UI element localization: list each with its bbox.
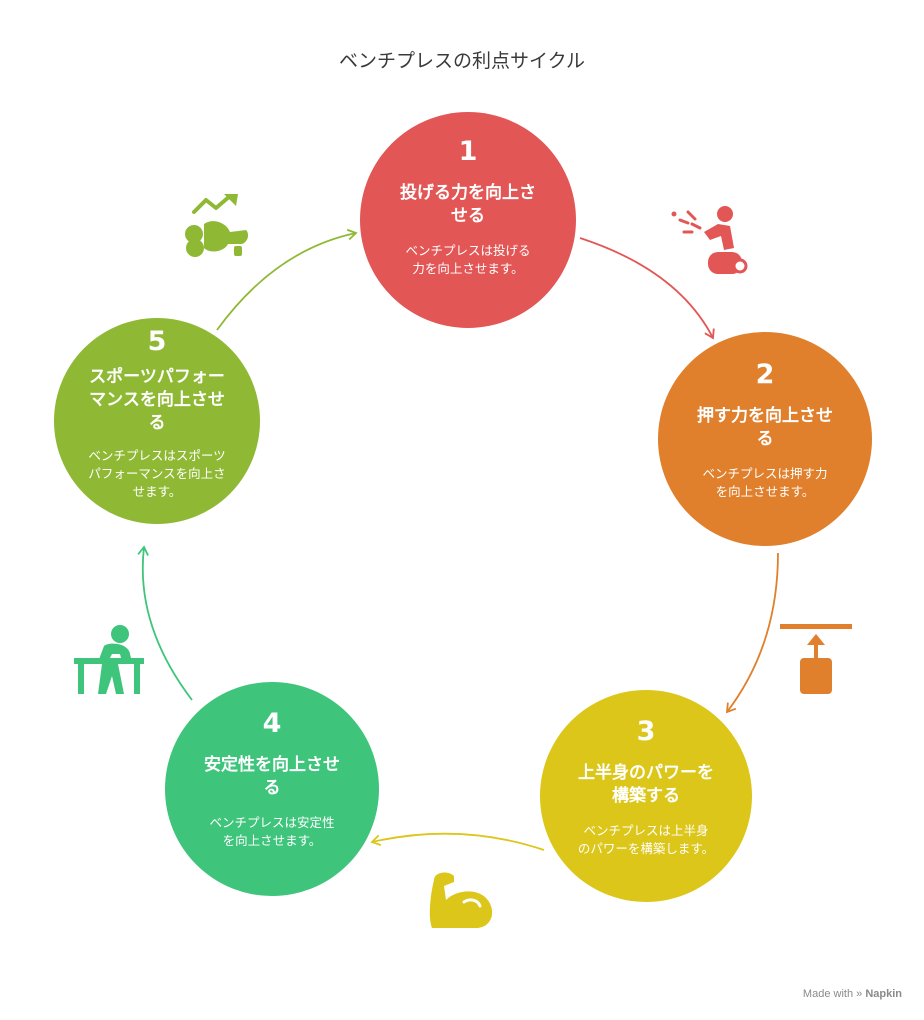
step-4-number: 4 — [262, 708, 282, 739]
barbell-push-icon — [780, 624, 852, 694]
flexed-bicep-icon — [429, 872, 493, 928]
step-3-description: ベンチプレスは上半身のパワーを構築します。 — [577, 823, 715, 856]
step-2-description: ベンチプレスは押す力を向上させます。 — [702, 466, 828, 499]
step-5-heading: スポーツパフォーマンスを向上させる — [89, 367, 225, 433]
step-5-node: 5 スポーツパフォーマンスを向上させる ベンチプレスはスポーツパフォーマンスを向… — [54, 318, 260, 524]
step-5-description: ベンチプレスはスポーツパフォーマンスを向上させます。 — [88, 448, 226, 499]
step-2-node: 2 押す力を向上させる ベンチプレスは押す力を向上させます。 — [658, 332, 872, 546]
step-4-node: 4 安定性を向上させる ベンチプレスは安定性を向上させます。 — [165, 682, 379, 896]
step-3-node: 3 上半身のパワーを構築する ベンチプレスは上半身のパワーを構築します。 — [540, 690, 752, 902]
arrow-4-to-5 — [137, 545, 193, 701]
step-3-number: 3 — [636, 716, 656, 747]
arrow-5-to-1 — [216, 228, 358, 331]
arrow-1-to-2 — [579, 237, 715, 340]
person-at-table-icon — [74, 625, 144, 694]
throwing-person-icon — [671, 206, 748, 274]
performance-trend-icon — [185, 194, 249, 257]
step-1-description: ベンチプレスは投げる力を向上させます。 — [405, 243, 531, 276]
made-with-text: Made with — [802, 988, 854, 1000]
arrow-3-to-4 — [370, 832, 545, 851]
arrow-2-to-3 — [725, 552, 779, 714]
diagram-title: ベンチプレスの利点サイクル — [338, 50, 586, 72]
napkin-brand: Napkin — [865, 988, 902, 1000]
step-5-number: 5 — [147, 326, 167, 357]
step-1-number: 1 — [458, 136, 478, 167]
step-4-description: ベンチプレスは安定性を向上させます。 — [209, 815, 335, 848]
step-2-number: 2 — [755, 359, 775, 390]
napkin-logo-icon: » — [856, 988, 863, 1000]
step-1-heading: 投げる力を向上させる — [400, 183, 536, 226]
step-2-heading: 押す力を向上させる — [697, 406, 833, 449]
napkin-footer: Made with » Napkin — [803, 988, 902, 1000]
step-4-heading: 安定性を向上させる — [204, 755, 340, 798]
step-3-heading: 上半身のパワーを構築する — [578, 763, 714, 806]
step-1-node: 1 投げる力を向上させる ベンチプレスは投げる力を向上させます。 — [360, 112, 576, 328]
